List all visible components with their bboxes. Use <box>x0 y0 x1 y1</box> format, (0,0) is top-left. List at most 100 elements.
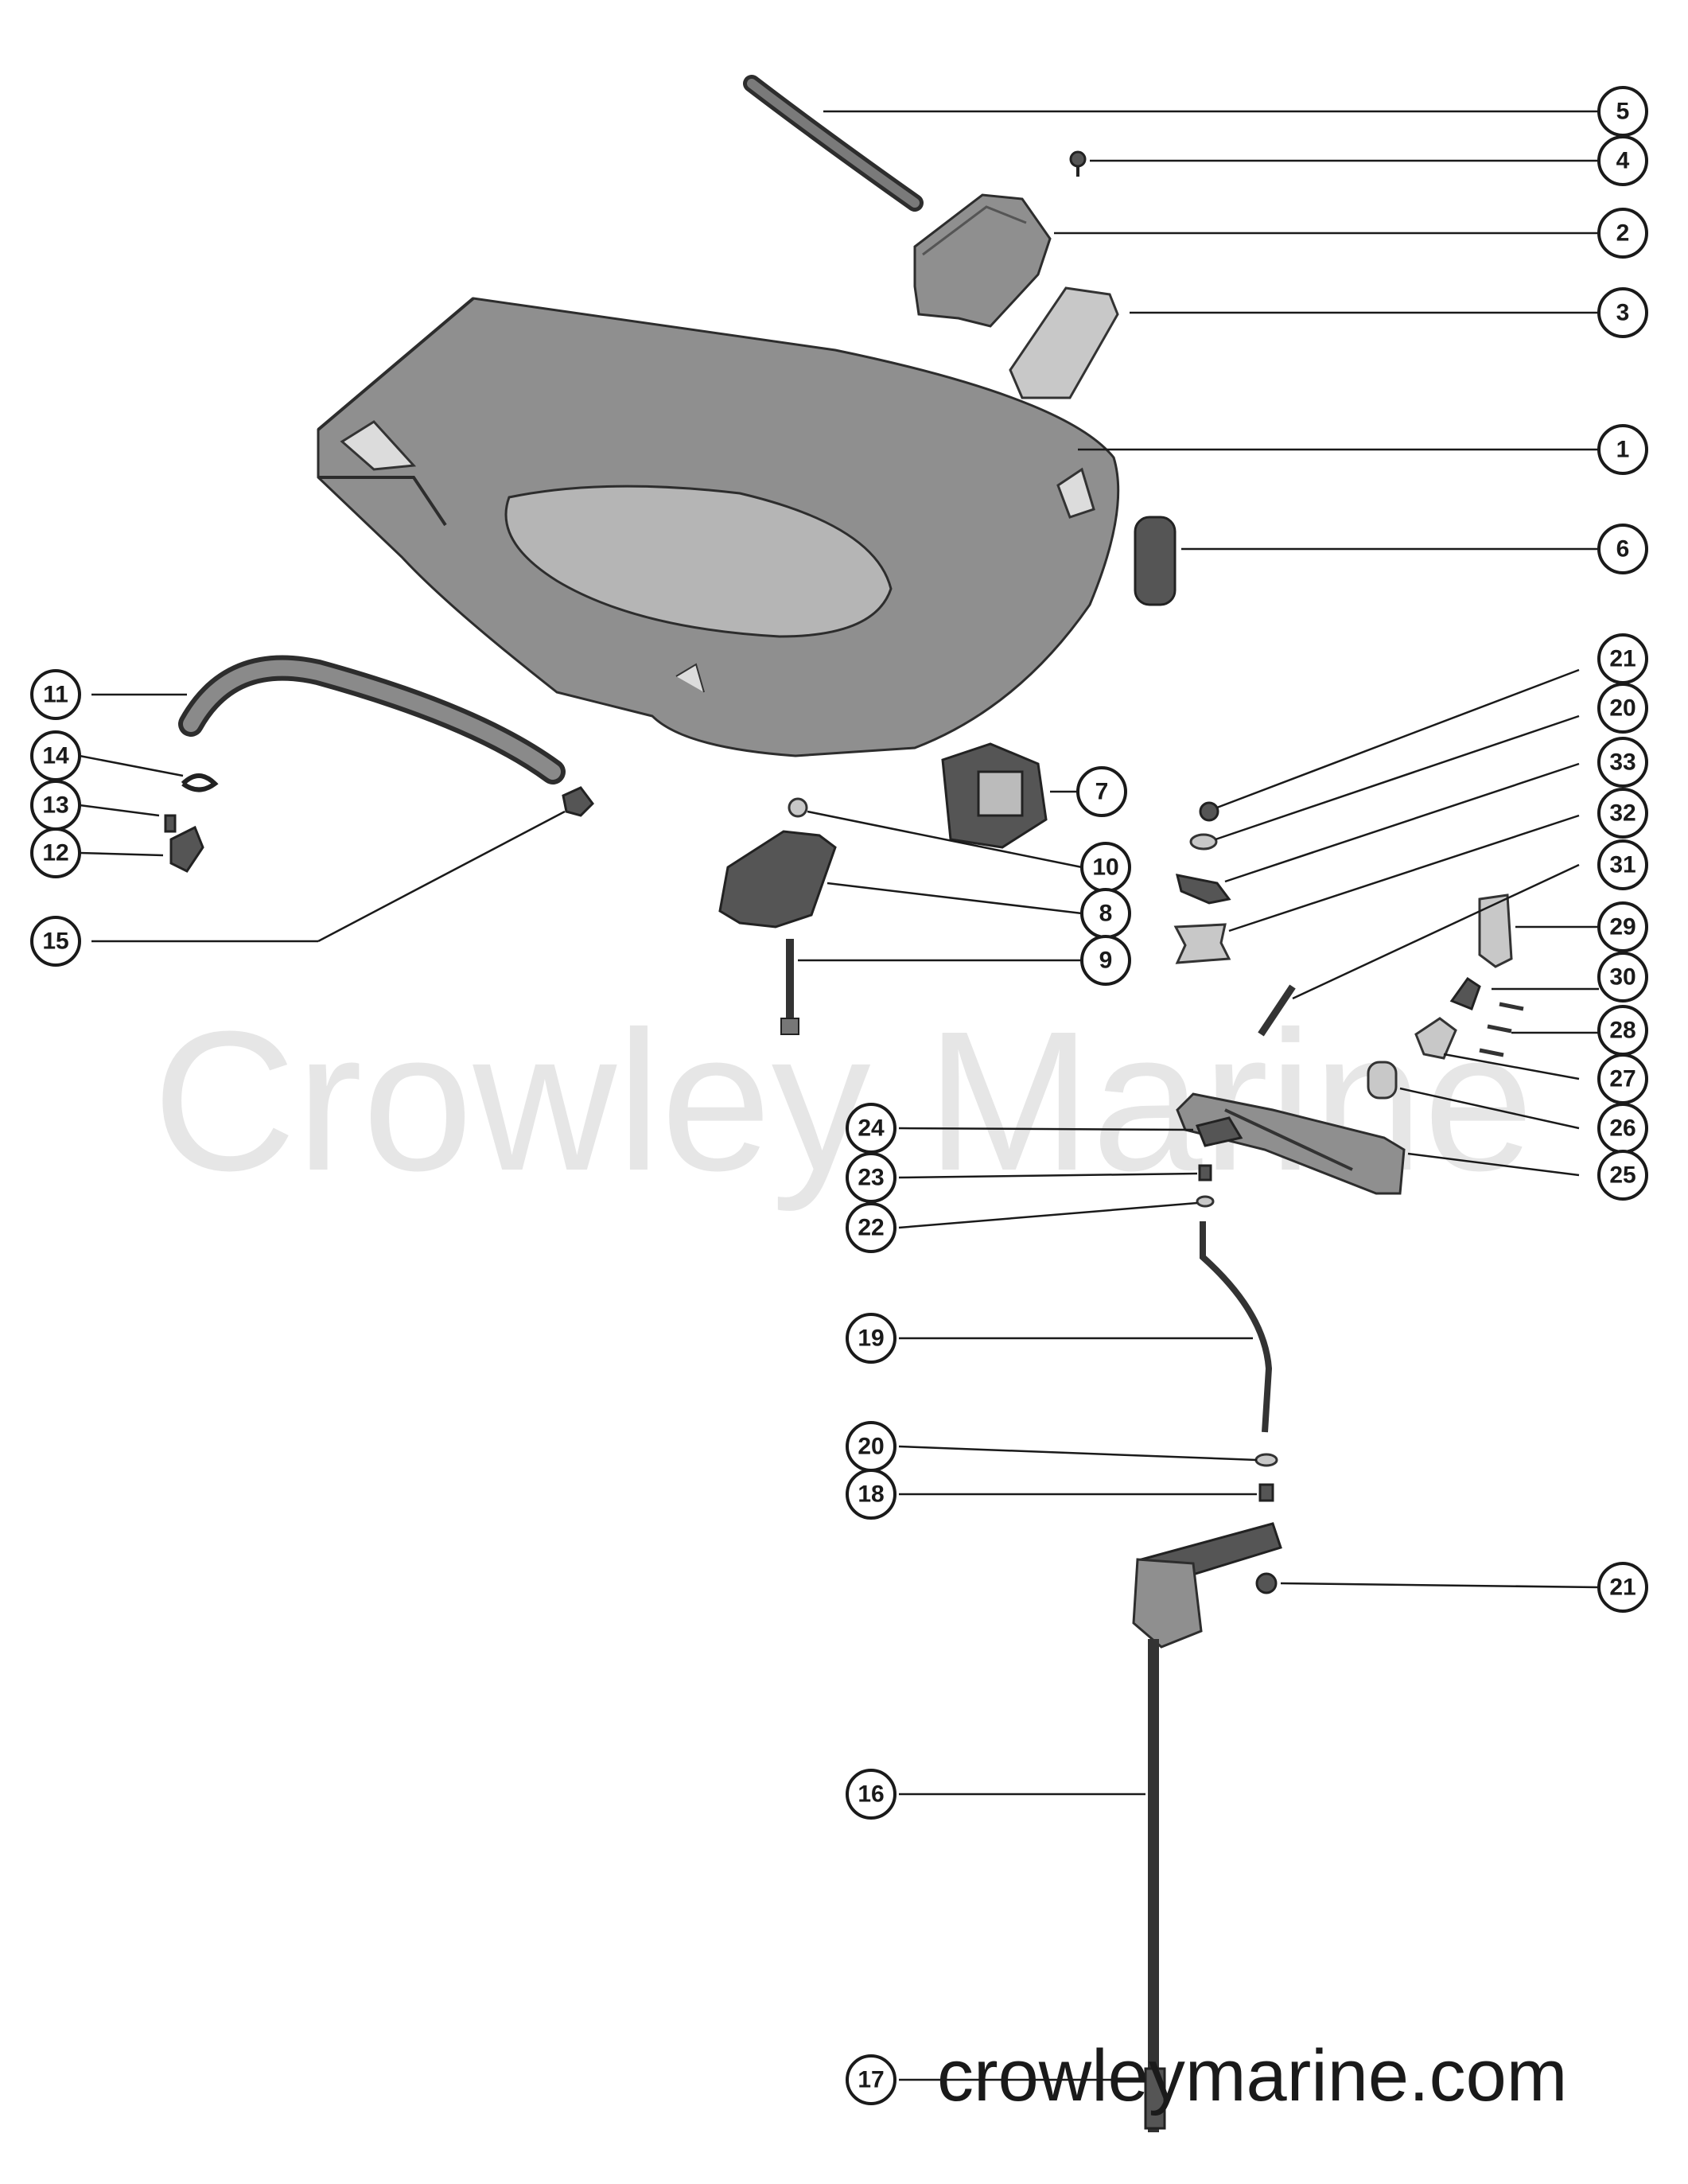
part-12-connector <box>169 825 204 873</box>
svg-text:8: 8 <box>1099 901 1113 927</box>
svg-text:29: 29 <box>1609 914 1635 940</box>
callout-6: 6 <box>1597 524 1648 574</box>
svg-text:12: 12 <box>42 840 68 866</box>
part-13-fitting <box>164 814 177 833</box>
callout-14: 14 <box>30 730 81 781</box>
callout-30: 30 <box>1597 952 1648 1002</box>
callout-1: 1 <box>1597 424 1648 475</box>
part-28-pins <box>1479 1002 1524 1057</box>
svg-text:20: 20 <box>858 1434 884 1460</box>
svg-text:9: 9 <box>1099 948 1113 974</box>
part-6-grommet <box>1134 516 1177 606</box>
part-3-pad <box>1009 286 1119 399</box>
svg-text:18: 18 <box>858 1481 884 1508</box>
callout-15: 15 <box>30 916 81 967</box>
callout-31: 31 <box>1597 839 1648 890</box>
leader-lines <box>79 110 1600 2081</box>
part-32-clip <box>1173 923 1231 964</box>
part-1-bottom-cowl <box>317 297 1120 757</box>
svg-text:1: 1 <box>1616 437 1630 463</box>
part-26-knob <box>1367 1061 1398 1100</box>
callout-4: 4 <box>1597 135 1648 186</box>
callout-18: 18 <box>846 1469 897 1520</box>
part-7-mount <box>941 742 1048 849</box>
part-30-wedge <box>1449 976 1481 1010</box>
svg-text:32: 32 <box>1609 800 1635 827</box>
svg-text:21: 21 <box>1609 646 1635 672</box>
svg-text:19: 19 <box>858 1326 884 1352</box>
part-9-bolt <box>780 939 799 1035</box>
svg-text:17: 17 <box>858 2067 884 2093</box>
part-27-cam <box>1414 1017 1457 1060</box>
callout-13: 13 <box>30 780 81 831</box>
callout-29: 29 <box>1597 901 1648 952</box>
callout-7: 7 <box>1076 766 1127 817</box>
part-17-coupler <box>1144 2067 1166 2130</box>
svg-text:24: 24 <box>858 1115 885 1142</box>
svg-text:6: 6 <box>1616 536 1630 563</box>
svg-text:21: 21 <box>1609 1575 1635 1601</box>
svg-text:27: 27 <box>1609 1066 1635 1092</box>
svg-text:15: 15 <box>42 928 68 955</box>
callout-10: 10 <box>1080 842 1131 893</box>
part-18-nut <box>1258 1483 1274 1502</box>
callout-19: 19 <box>846 1313 897 1364</box>
callout-33: 33 <box>1597 737 1648 788</box>
svg-text:30: 30 <box>1609 964 1635 991</box>
svg-text:33: 33 <box>1609 749 1635 776</box>
svg-text:16: 16 <box>858 1781 884 1808</box>
callout-28: 28 <box>1597 1005 1648 1056</box>
callout-21: 21 <box>1597 1562 1648 1613</box>
part-10-nut <box>788 797 808 818</box>
callout-20: 20 <box>1597 683 1648 734</box>
callout-32: 32 <box>1597 788 1648 839</box>
part-20-washer-bottom <box>1254 1453 1278 1467</box>
part-31-pin <box>1258 984 1296 1037</box>
callout-23: 23 <box>846 1152 897 1203</box>
part-2-bracket <box>913 193 1052 328</box>
callout-17: 17 <box>846 2054 897 2105</box>
site-url: crowleymarine.com <box>937 2035 1567 2116</box>
callout-5: 5 <box>1597 86 1648 137</box>
part-16-shaft <box>1132 1522 1282 2132</box>
watermark: Crowley Marine <box>153 990 1534 1212</box>
callout-20: 20 <box>846 1421 897 1472</box>
callout-16: 16 <box>846 1769 897 1820</box>
callout-26: 26 <box>1597 1103 1648 1154</box>
svg-text:14: 14 <box>42 743 69 769</box>
part-21-nut-bottom <box>1255 1572 1278 1594</box>
callout-2: 2 <box>1597 208 1648 259</box>
part-14-clamp <box>181 773 219 792</box>
svg-text:7: 7 <box>1095 779 1109 805</box>
svg-text:26: 26 <box>1609 1115 1635 1142</box>
part-19-link-rod <box>1200 1221 1273 1433</box>
part-20-washer-top <box>1189 833 1218 851</box>
svg-text:23: 23 <box>858 1165 884 1191</box>
callout-11: 11 <box>30 669 81 720</box>
callout-9: 9 <box>1080 935 1131 986</box>
svg-text:5: 5 <box>1616 99 1630 125</box>
svg-text:22: 22 <box>858 1215 884 1241</box>
svg-text:3: 3 <box>1616 300 1630 326</box>
svg-text:28: 28 <box>1609 1018 1635 1044</box>
svg-text:20: 20 <box>1609 695 1635 722</box>
part-22-washer <box>1196 1195 1215 1208</box>
callout-24: 24 <box>846 1103 897 1154</box>
part-21-nut-top <box>1199 801 1219 822</box>
part-4-screw <box>1069 150 1087 177</box>
callout-12: 12 <box>30 827 81 878</box>
part-29-plate <box>1478 893 1513 968</box>
svg-text:25: 25 <box>1609 1162 1635 1189</box>
svg-text:13: 13 <box>42 792 68 819</box>
part-23-nut <box>1198 1164 1212 1182</box>
svg-text:2: 2 <box>1616 220 1630 247</box>
callout-27: 27 <box>1597 1053 1648 1104</box>
svg-text:10: 10 <box>1092 855 1118 881</box>
part-33-lever <box>1175 874 1231 905</box>
callout-22: 22 <box>846 1202 897 1253</box>
part-8-bracket <box>718 830 837 928</box>
part-24-clip <box>1195 1116 1243 1147</box>
svg-text:11: 11 <box>43 682 68 708</box>
callout-25: 25 <box>1597 1150 1648 1201</box>
